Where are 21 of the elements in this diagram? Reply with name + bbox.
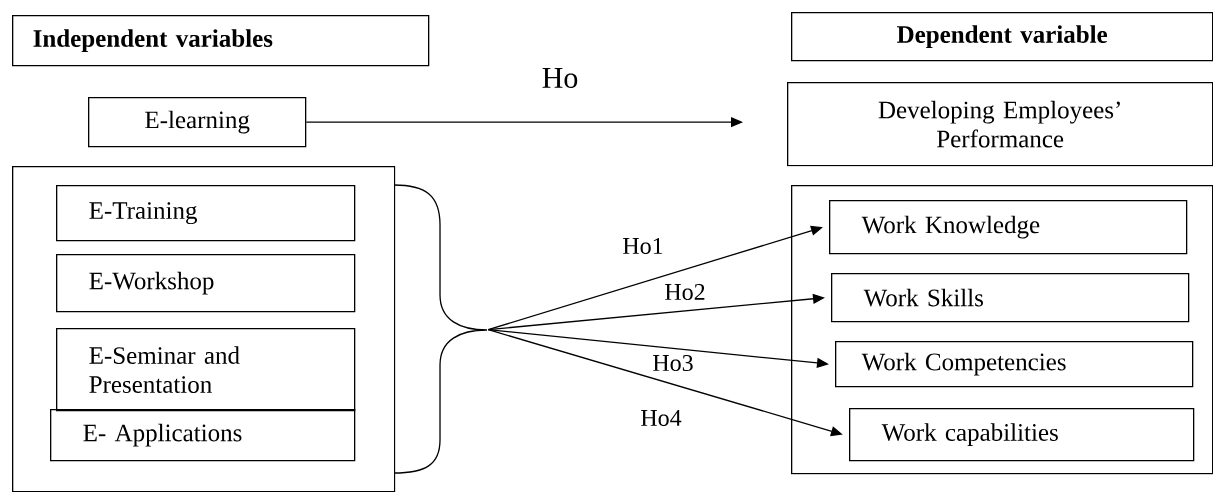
arrow <box>487 329 843 437</box>
edge-label: Ho2 <box>663 282 707 302</box>
arrow <box>487 225 823 331</box>
variable-box: Work Competencies <box>835 341 1194 388</box>
variable-box: E- Applications <box>50 409 356 462</box>
edge-label: Ho1 <box>621 236 665 256</box>
variable-box: E-Training <box>56 185 356 242</box>
heading-box: Dependent variable <box>791 12 1213 62</box>
edge-label: Ho <box>540 67 580 89</box>
variable-box: Work Skills <box>831 273 1190 323</box>
edge-label: Ho3 <box>651 353 695 373</box>
variable-box: Developing Employees’ Performance <box>787 82 1213 167</box>
brace <box>393 184 488 474</box>
variable-box: Work Knowledge <box>829 200 1188 255</box>
edge-label: Ho4 <box>639 409 683 427</box>
heading-box: Independent variables <box>12 15 430 67</box>
variable-box: E-Seminar and Presentation <box>56 328 356 412</box>
variable-box: E-Workshop <box>56 254 356 313</box>
variable-box: E-learning <box>88 97 307 148</box>
group-box <box>12 166 396 492</box>
variable-box: Work capabilities <box>849 408 1195 462</box>
